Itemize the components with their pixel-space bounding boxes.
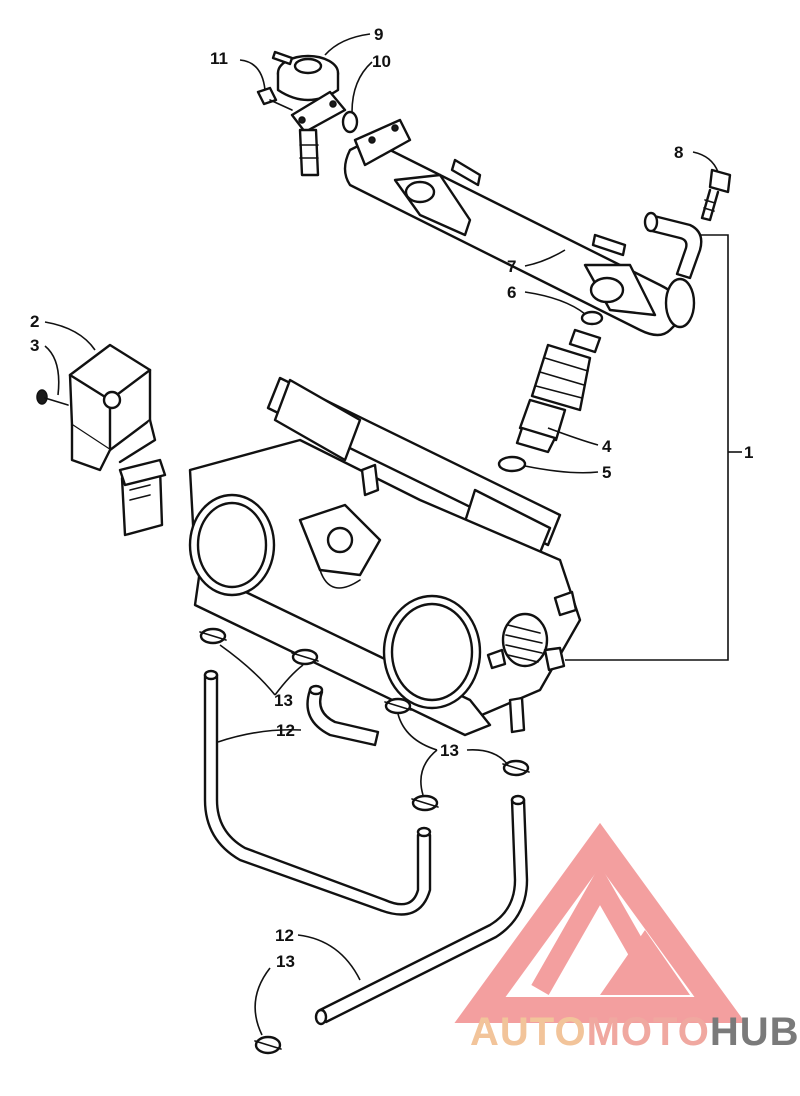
sensor-screw: [36, 389, 69, 406]
throttle-position-sensor: [68, 343, 157, 472]
hose-clamp: [291, 648, 319, 666]
bolt: [700, 168, 732, 222]
callout-11: 11: [210, 49, 228, 68]
callout-9: 9: [374, 25, 383, 44]
watermark-moto: MOTO: [587, 1010, 710, 1054]
vacuum-hose-lower: [314, 794, 529, 1026]
injector-lower-seal: [497, 455, 527, 473]
vacuum-hose-short: [306, 684, 380, 747]
callout-8: 8: [674, 143, 683, 162]
hose-clamp: [254, 1035, 282, 1055]
injector-seal: [580, 310, 604, 326]
callout-12-upper: 12: [276, 721, 295, 740]
callout-7: 7: [507, 257, 516, 276]
o-ring: [341, 110, 359, 134]
callout-6: 6: [507, 283, 516, 302]
callout-12-lower: 12: [275, 926, 294, 945]
hose-clamp: [411, 794, 439, 812]
callout-5: 5: [602, 463, 611, 482]
vacuum-hose-upper: [203, 669, 432, 916]
fuel-rail: [343, 118, 703, 337]
hose-clamp: [199, 627, 227, 645]
watermark-auto: AUTO: [470, 1010, 587, 1054]
callout-13-upper: 13: [274, 691, 293, 710]
watermark-hub: HUB: [710, 1010, 800, 1054]
fuel-injector: [515, 328, 602, 454]
pressure-regulator: [271, 50, 347, 177]
callout-4: 4: [602, 437, 612, 456]
hose-clamp: [384, 697, 412, 715]
callout-2: 2: [30, 312, 39, 331]
sensor-connector: [118, 458, 167, 537]
throttle-body-assembly: [188, 376, 582, 737]
callout-13-lower: 13: [276, 952, 295, 971]
callout-10: 10: [372, 52, 391, 71]
leader-lines: [44, 33, 742, 1036]
callout-13-middle: 13: [440, 741, 459, 760]
screw: [256, 86, 293, 111]
callout-3: 3: [30, 336, 39, 355]
watermark-logo: [454, 822, 746, 1023]
watermark-text: AUTOMOTOHUB: [470, 1010, 800, 1054]
callout-1: 1: [744, 443, 753, 462]
